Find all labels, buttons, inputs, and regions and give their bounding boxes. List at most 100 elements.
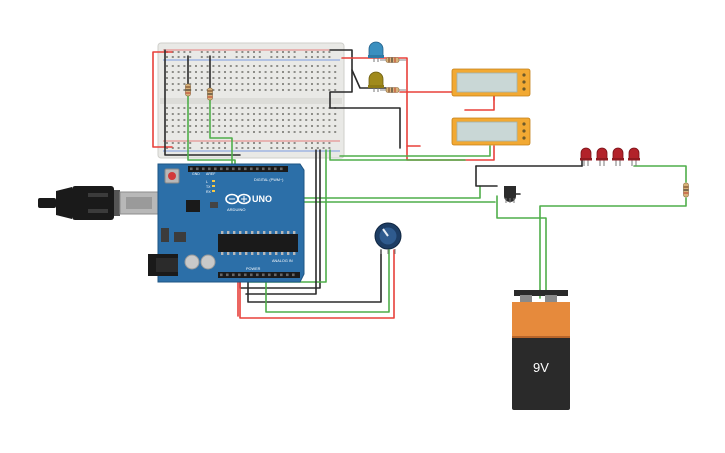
- breadboard-hole: [328, 56, 331, 58]
- resistor[interactable]: [185, 83, 191, 97]
- resistor[interactable]: [207, 87, 213, 101]
- reset-button-icon[interactable]: [164, 168, 180, 184]
- header-pin[interactable]: [292, 273, 295, 277]
- header-pin[interactable]: [238, 167, 241, 171]
- header-pin[interactable]: [220, 167, 223, 171]
- header-pin[interactable]: [262, 167, 265, 171]
- smd-component: [210, 202, 218, 208]
- header-pin[interactable]: [268, 167, 271, 171]
- breadboard-hole: [270, 119, 273, 121]
- led-red[interactable]: [612, 147, 624, 166]
- gnd-label: GND: [192, 172, 200, 176]
- breadboard-hole: [253, 56, 255, 58]
- breadboard-hole: [195, 77, 197, 79]
- header-pin[interactable]: [232, 167, 235, 171]
- breadboard-hole: [241, 83, 244, 85]
- breadboard-hole: [299, 131, 302, 133]
- breadboard-hole: [218, 77, 221, 79]
- battery-9v[interactable]: 9V: [512, 290, 570, 410]
- breadboard-hole: [258, 113, 261, 115]
- header-pin[interactable]: [232, 273, 235, 277]
- led-yellow[interactable]: [368, 71, 384, 92]
- breadboard-hole: [322, 51, 325, 53]
- breadboard-hole: [200, 147, 203, 149]
- breadboard-hole: [235, 113, 238, 115]
- header-pin[interactable]: [214, 167, 217, 171]
- breadboard-hole: [218, 83, 221, 85]
- header-pin[interactable]: [196, 167, 199, 171]
- header-pin[interactable]: [274, 167, 277, 171]
- header-pin[interactable]: [268, 273, 271, 277]
- header-pin[interactable]: [208, 167, 211, 171]
- header-pin[interactable]: [256, 167, 259, 171]
- breadboard-hole: [224, 107, 226, 109]
- breadboard-hole: [189, 51, 192, 53]
- breadboard-hole: [293, 83, 296, 85]
- breadboard-hole: [189, 107, 192, 109]
- breadboard-hole: [328, 113, 331, 115]
- breadboard-hole: [264, 119, 267, 121]
- header-pin[interactable]: [256, 273, 259, 277]
- breadboard-hole: [316, 65, 319, 67]
- breadboard-hole: [311, 147, 313, 149]
- l-led-label: L: [206, 180, 208, 184]
- breadboard-hole: [195, 131, 197, 133]
- header-pin[interactable]: [262, 273, 265, 277]
- potentiometer[interactable]: [374, 222, 402, 254]
- led-red[interactable]: [580, 147, 592, 166]
- lcd-display-2[interactable]: [451, 117, 531, 146]
- resistor-blue-led[interactable]: [380, 57, 406, 63]
- header-pin[interactable]: [280, 273, 283, 277]
- led-red[interactable]: [596, 147, 608, 166]
- led-blue[interactable]: [368, 41, 384, 62]
- lcd-display-1[interactable]: [451, 68, 531, 97]
- breadboard[interactable]: [157, 42, 345, 159]
- header-pin[interactable]: [226, 273, 229, 277]
- breadboard-hole: [229, 77, 232, 79]
- breadboard-hole: [282, 77, 284, 79]
- transistor[interactable]: [504, 186, 516, 203]
- header-pin[interactable]: [280, 167, 283, 171]
- breadboard-hole: [299, 125, 302, 127]
- breadboard-hole: [328, 147, 331, 149]
- header-pin[interactable]: [250, 167, 253, 171]
- header-pin[interactable]: [226, 167, 229, 171]
- header-pin[interactable]: [220, 273, 223, 277]
- header-pin[interactable]: [274, 273, 277, 277]
- breadboard-hole: [328, 125, 331, 127]
- breadboard-hole: [235, 65, 238, 67]
- breadboard-resistors[interactable]: [185, 83, 213, 101]
- header-pin[interactable]: [244, 167, 247, 171]
- breadboard-hole: [241, 125, 244, 127]
- led-red[interactable]: [628, 147, 640, 166]
- breadboard-hole: [177, 83, 180, 85]
- resistor-yellow-led[interactable]: [380, 87, 406, 93]
- usb-connector-icon: [38, 186, 159, 220]
- breadboard-hole: [247, 142, 250, 144]
- header-pin[interactable]: [238, 273, 241, 277]
- header-pin[interactable]: [250, 273, 253, 277]
- header-pin[interactable]: [286, 273, 289, 277]
- smd-component: [161, 228, 169, 242]
- breadboard-hole: [218, 51, 221, 53]
- breadboard-hole: [276, 131, 279, 133]
- lcd-pin: [522, 87, 526, 91]
- breadboard-hole: [270, 71, 273, 73]
- arduino-brand-label: UNO: [252, 194, 272, 204]
- wire-green: [496, 195, 547, 291]
- header-pin[interactable]: [244, 273, 247, 277]
- arduino-uno-board[interactable]: UNO ARDUINO DIGITAL (PWM~) POWER ANALOG …: [38, 163, 305, 283]
- breadboard-hole: [177, 142, 180, 144]
- header-pin[interactable]: [190, 167, 193, 171]
- breadboard-hole: [264, 113, 267, 115]
- breadboard-hole: [206, 77, 209, 79]
- breadboard-hole: [253, 89, 255, 91]
- red-led-group[interactable]: [580, 147, 640, 166]
- resistor-right[interactable]: [683, 182, 689, 198]
- header-pin[interactable]: [202, 167, 205, 171]
- breadboard-hole: [235, 51, 238, 53]
- breadboard-hole: [183, 71, 186, 73]
- breadboard-hole: [258, 119, 261, 121]
- breadboard-hole: [247, 83, 250, 85]
